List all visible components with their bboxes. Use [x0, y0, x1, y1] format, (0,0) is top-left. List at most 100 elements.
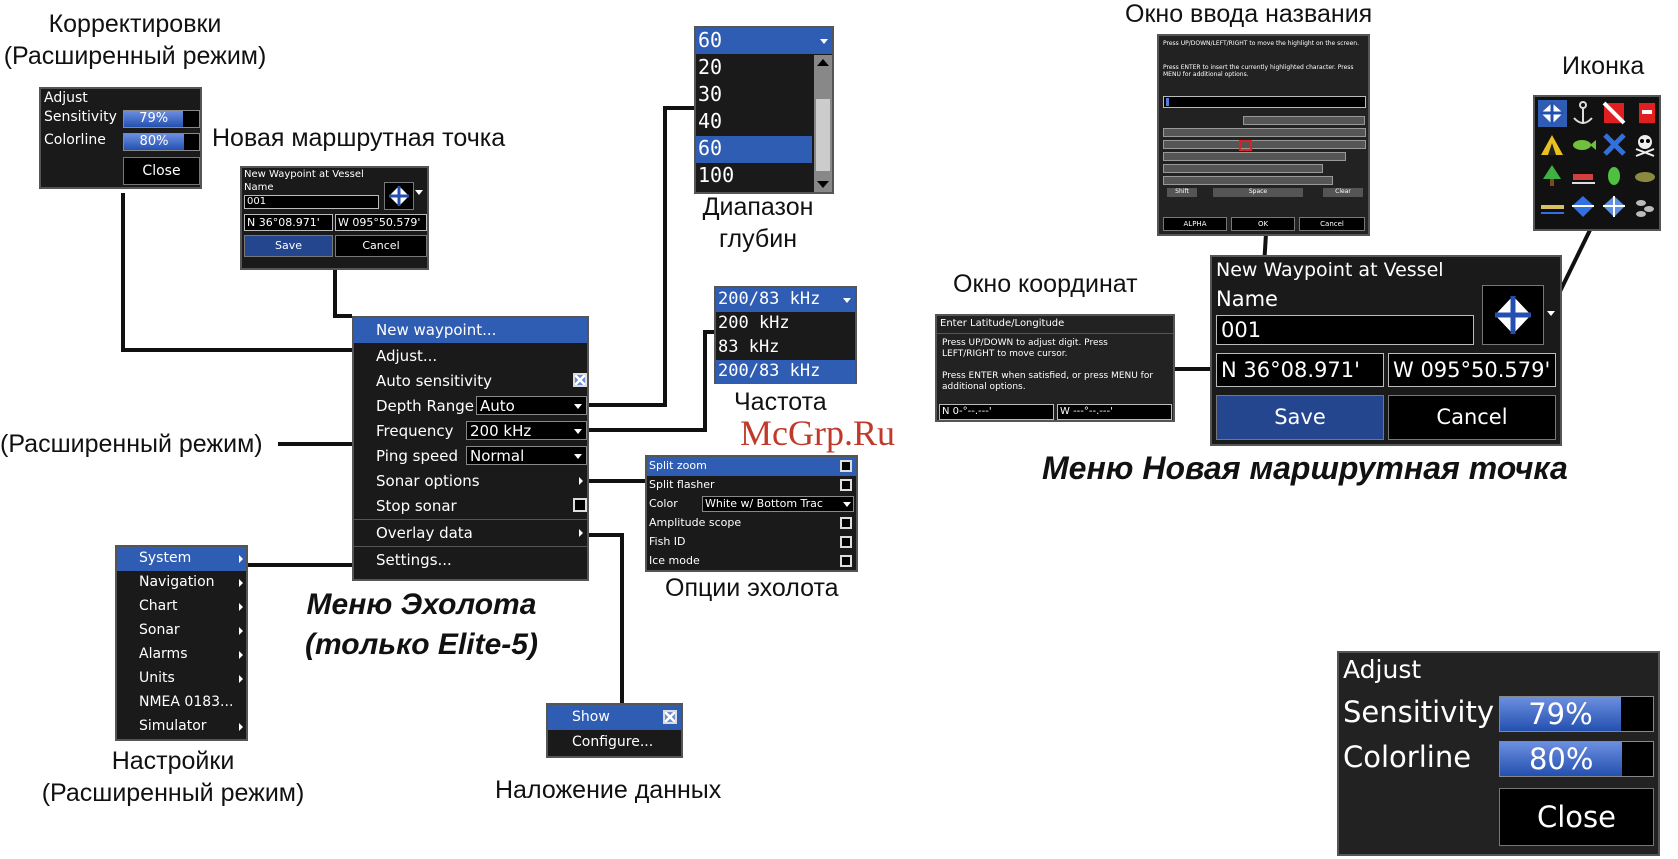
option-fish-id[interactable]: Fish ID: [647, 533, 856, 552]
list-item[interactable]: 20: [696, 55, 812, 82]
skull-icon[interactable]: [1631, 131, 1660, 158]
turtle-icon[interactable]: [1631, 162, 1660, 189]
save-button[interactable]: Save: [244, 235, 333, 257]
keyboard-row[interactable]: [1163, 176, 1333, 185]
cancel-button[interactable]: Cancel: [335, 235, 427, 257]
longitude-field[interactable]: W 095°50.579': [1388, 353, 1556, 387]
ice-mode-checkbox[interactable]: [840, 555, 852, 567]
flag-icon[interactable]: [1631, 100, 1660, 127]
cancel-button[interactable]: Cancel: [1299, 217, 1365, 231]
settings-item-system[interactable]: System: [117, 547, 246, 571]
scrollbar[interactable]: [814, 55, 832, 192]
frequency-selected[interactable]: 200/83 kHz: [716, 288, 855, 312]
keyboard-row[interactable]: [1163, 140, 1366, 149]
keyboard-row[interactable]: [1163, 152, 1346, 161]
keyboard-row[interactable]: [1163, 164, 1323, 173]
overlay-item-configure[interactable]: Configure...: [548, 730, 681, 755]
auto-sensitivity-checkbox[interactable]: [573, 373, 587, 387]
menu-item-depth-range[interactable]: Depth Range Auto: [354, 393, 587, 418]
overlay-item-show[interactable]: Show: [548, 705, 681, 730]
option-amplitude-scope[interactable]: Amplitude scope: [647, 514, 856, 533]
settings-item-nmea[interactable]: NMEA 0183...: [117, 691, 246, 715]
menu-item-new-waypoint[interactable]: New waypoint...: [354, 318, 587, 343]
option-split-flasher[interactable]: Split flasher: [647, 476, 856, 495]
list-item[interactable]: 40: [696, 109, 812, 136]
close-button[interactable]: Close: [1499, 788, 1654, 846]
save-button[interactable]: Save: [1216, 395, 1384, 440]
icon-selector[interactable]: [384, 182, 414, 210]
settings-item-units[interactable]: Units: [117, 667, 246, 691]
ok-button[interactable]: OK: [1231, 217, 1295, 231]
fish-school-icon[interactable]: [1631, 193, 1660, 220]
anchor-icon[interactable]: [1569, 100, 1598, 127]
show-checkbox[interactable]: [663, 710, 677, 724]
settings-item-navigation[interactable]: Navigation: [117, 571, 246, 595]
tent-icon[interactable]: [1538, 131, 1567, 158]
latitude-field[interactable]: N 36°08.971': [244, 214, 333, 231]
cancel-button[interactable]: Cancel: [1388, 395, 1556, 440]
alpha-button[interactable]: ALPHA: [1163, 217, 1227, 231]
longitude-field[interactable]: W 095°50.579': [335, 214, 427, 231]
fish-icon[interactable]: [1569, 131, 1598, 158]
menu-item-adjust[interactable]: Adjust...: [354, 343, 587, 368]
icon-selector[interactable]: [1482, 285, 1544, 345]
list-item[interactable]: 200/83 kHz: [716, 360, 855, 384]
scroll-up-icon[interactable]: [817, 59, 829, 66]
settings-item-sonar[interactable]: Sonar: [117, 619, 246, 643]
name-field[interactable]: 001: [244, 195, 379, 209]
menu-item-stop-sonar[interactable]: Stop sonar: [354, 493, 587, 518]
waypoint-marker-icon[interactable]: [1569, 193, 1598, 220]
amplitude-scope-checkbox[interactable]: [840, 517, 852, 529]
list-item[interactable]: 200 kHz: [716, 312, 855, 336]
fish-id-checkbox[interactable]: [840, 536, 852, 548]
space-key[interactable]: Space: [1213, 188, 1303, 197]
sensitivity-slider[interactable]: 79%: [123, 110, 200, 128]
chevron-down-icon[interactable]: [415, 190, 423, 195]
menu-item-auto-sensitivity[interactable]: Auto sensitivity: [354, 368, 587, 393]
list-item[interactable]: 30: [696, 82, 812, 109]
list-item[interactable]: 100: [696, 163, 812, 190]
latitude-field[interactable]: N 36°08.971': [1216, 353, 1384, 387]
option-ice-mode[interactable]: Ice mode: [647, 552, 856, 571]
option-split-zoom[interactable]: Split zoom: [647, 457, 856, 476]
menu-item-frequency[interactable]: Frequency 200 kHz: [354, 418, 587, 443]
keyboard[interactable]: Shift Space Clear: [1163, 116, 1366, 198]
name-entry-field[interactable]: [1163, 96, 1366, 108]
clear-key[interactable]: Clear: [1323, 188, 1363, 197]
waypoint-diamond-icon[interactable]: [1538, 100, 1567, 127]
colorline-slider[interactable]: 80%: [123, 133, 200, 151]
chevron-down-icon[interactable]: [1547, 311, 1555, 316]
settings-item-simulator[interactable]: Simulator: [117, 715, 246, 739]
sensitivity-slider[interactable]: 79%: [1499, 696, 1654, 732]
split-flasher-checkbox[interactable]: [840, 479, 852, 491]
depth-range-selected[interactable]: 60: [696, 28, 832, 54]
colorline-slider[interactable]: 80%: [1499, 741, 1654, 777]
menu-item-settings[interactable]: Settings...: [354, 547, 587, 572]
scroll-down-icon[interactable]: [817, 181, 829, 188]
settings-item-chart[interactable]: Chart: [117, 595, 246, 619]
coord-latitude-field[interactable]: N 0-°--.---': [939, 404, 1054, 420]
keyboard-row[interactable]: [1163, 128, 1366, 137]
keyboard-row[interactable]: [1243, 116, 1365, 125]
tree-icon[interactable]: [1538, 162, 1567, 189]
menu-item-ping-speed[interactable]: Ping speed Normal: [354, 443, 587, 468]
menu-item-overlay-data[interactable]: Overlay data: [354, 520, 587, 545]
bug-icon[interactable]: [1600, 162, 1629, 189]
menu-item-sonar-options[interactable]: Sonar options: [354, 468, 587, 493]
shift-key[interactable]: Shift: [1167, 188, 1197, 197]
depth-range-dropdown[interactable]: Auto: [476, 396, 587, 415]
split-zoom-checkbox[interactable]: [840, 460, 852, 472]
settings-item-alarms[interactable]: Alarms: [117, 643, 246, 667]
frequency-dropdown[interactable]: 200 kHz: [466, 421, 587, 440]
dock-icon[interactable]: [1538, 193, 1567, 220]
list-item[interactable]: 83 kHz: [716, 336, 855, 360]
ping-speed-dropdown[interactable]: Normal: [466, 446, 587, 465]
name-field[interactable]: 001: [1216, 315, 1474, 345]
boat-ramp-icon[interactable]: [1569, 162, 1598, 189]
scroll-thumb[interactable]: [816, 99, 830, 171]
coord-longitude-field[interactable]: W ---°--.---': [1057, 404, 1172, 420]
dive-flag-icon[interactable]: [1600, 100, 1629, 127]
option-color[interactable]: Color White w/ Bottom Trac: [647, 495, 856, 514]
list-item[interactable]: 60: [696, 136, 812, 163]
close-button[interactable]: Close: [123, 157, 200, 185]
